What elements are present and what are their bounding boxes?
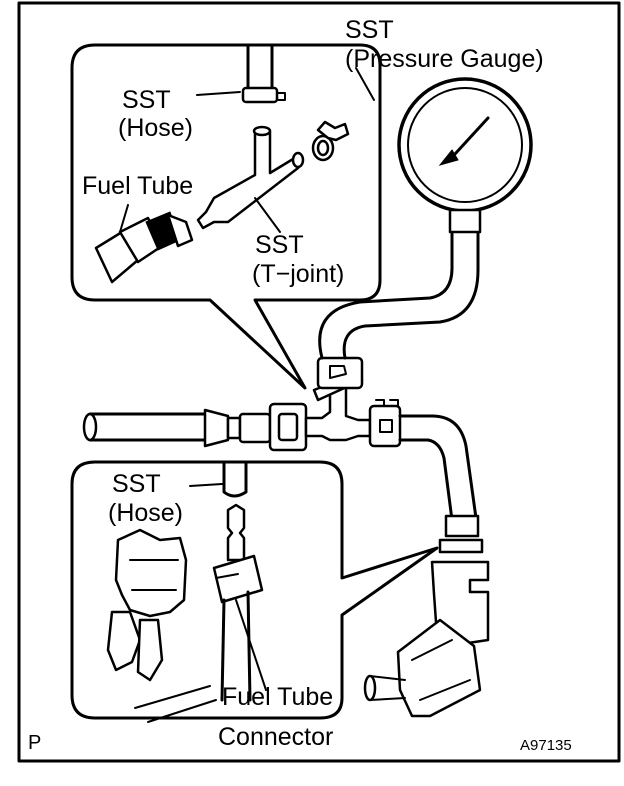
- gauge-hose-clamp: [316, 356, 364, 390]
- leader-fuel-tube: [119, 204, 129, 233]
- top-callout-bubble: [70, 43, 382, 390]
- leader-connector: [235, 599, 267, 691]
- label-sst-gauge-line2: (Pressure Gauge): [345, 45, 544, 73]
- label-sst-tjoint-line1: SST: [255, 231, 304, 259]
- right-hose-clamp: [368, 399, 402, 448]
- label-fuel-tube-connector-line1: Fuel Tube: [222, 683, 333, 711]
- corner-code: P: [28, 732, 41, 754]
- fuel-tube-main: [82, 408, 272, 448]
- top-inset-clamp: [311, 120, 350, 162]
- pressure-gauge: [397, 77, 533, 234]
- gauge-hose: [318, 230, 480, 360]
- label-sst-gauge-line1: SST: [345, 16, 394, 44]
- label-sst-tjoint-line2: (T−joint): [252, 260, 344, 288]
- gauge-needle: [453, 116, 490, 156]
- label-sst-hose-top-line1: SST: [122, 86, 171, 114]
- label-sst-hose-top-line2: (Hose): [118, 114, 193, 142]
- leader-hose-top: [196, 91, 241, 96]
- leader-pressure-gauge: [355, 67, 375, 101]
- outlet-hose: [398, 414, 478, 522]
- bottom-inset-connector: [212, 503, 267, 702]
- quick-connector-main: [268, 402, 308, 452]
- fuel-outlet-assembly: [363, 538, 490, 718]
- figure-id: A97135: [520, 737, 572, 754]
- top-inset-hose: [196, 45, 286, 104]
- bottom-inset-hose: [189, 460, 248, 498]
- label-sst-hose-bottom-line2: (Hose): [108, 499, 183, 527]
- top-inset-tjoint: [196, 125, 305, 233]
- leader-hose-bottom: [189, 483, 223, 487]
- bottom-inset-retainer-clip: [106, 528, 188, 682]
- bottom-inset-tube-lines: [134, 685, 217, 723]
- figure-border: [17, 1, 621, 763]
- label-fuel-tube-connector-line2: Connector: [218, 723, 333, 751]
- label-fuel-tube-top: Fuel Tube: [82, 172, 193, 200]
- leader-tjoint: [254, 197, 281, 233]
- bottom-callout-bubble: [70, 460, 439, 720]
- top-inset-fuel-tube: [94, 204, 194, 284]
- label-sst-hose-bottom-line1: SST: [112, 470, 161, 498]
